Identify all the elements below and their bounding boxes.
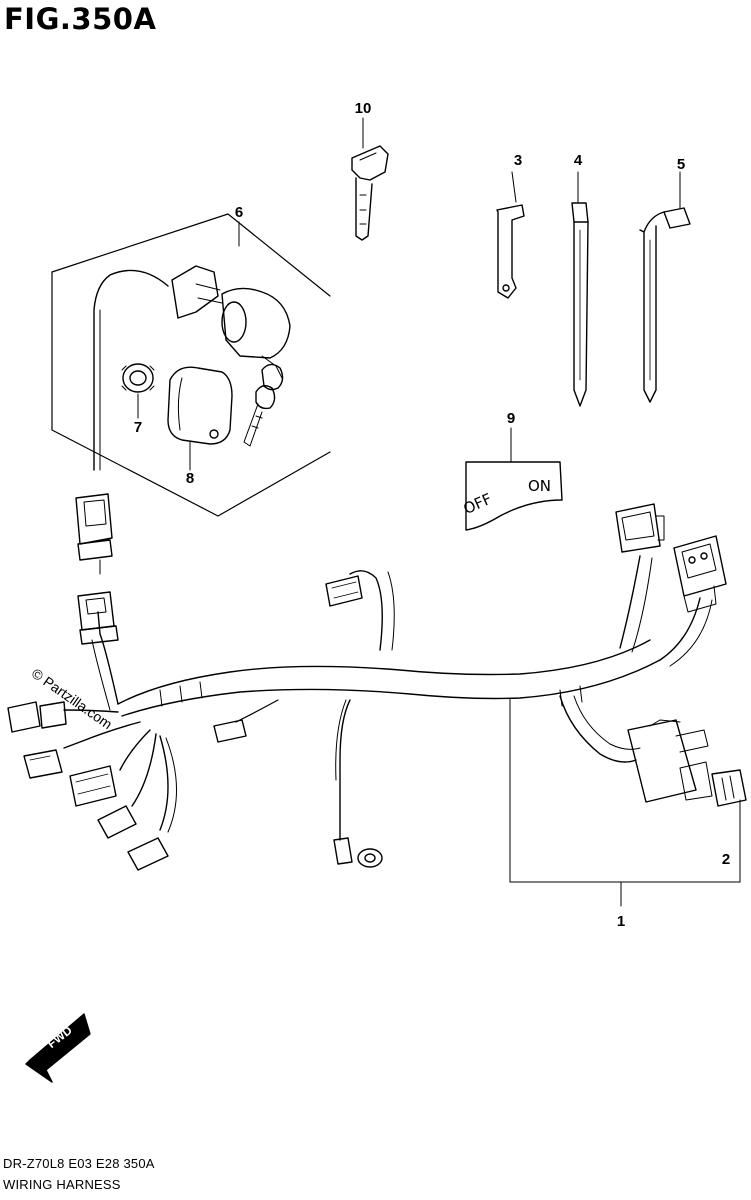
cable-tie-part-5 bbox=[639, 171, 691, 403]
figure-caption: WIRING HARNESS bbox=[3, 1177, 121, 1192]
leader-lines-1-2 bbox=[509, 697, 741, 907]
off-on-plate-part-9 bbox=[465, 427, 563, 531]
callout-4: 4 bbox=[573, 152, 583, 169]
ignition-switch-inset-part-6 bbox=[51, 213, 331, 517]
callout-1: 1 bbox=[616, 913, 626, 930]
callout-6: 6 bbox=[234, 204, 244, 221]
callout-7: 7 bbox=[133, 419, 143, 436]
callout-3: 3 bbox=[513, 152, 523, 169]
cover-part-8 bbox=[167, 366, 233, 471]
figure-title: FIG.350A bbox=[4, 2, 157, 36]
key-part-10 bbox=[351, 117, 389, 241]
callout-9: 9 bbox=[506, 410, 516, 427]
switch-on-label: ON bbox=[528, 477, 552, 495]
callout-8: 8 bbox=[185, 470, 195, 487]
ignition-switch-connector bbox=[75, 493, 113, 575]
callout-2: 2 bbox=[721, 851, 731, 868]
main-harness-part-1 bbox=[7, 503, 747, 871]
callout-5: 5 bbox=[676, 156, 686, 173]
nut-part-7 bbox=[121, 363, 155, 419]
callout-10: 10 bbox=[354, 100, 372, 117]
cable-tie-part-4 bbox=[571, 171, 589, 407]
bracket-part-3 bbox=[496, 171, 525, 299]
fwd-arrow-icon bbox=[25, 1013, 91, 1083]
model-code: DR-Z70L8 E03 E28 350A bbox=[3, 1156, 155, 1171]
